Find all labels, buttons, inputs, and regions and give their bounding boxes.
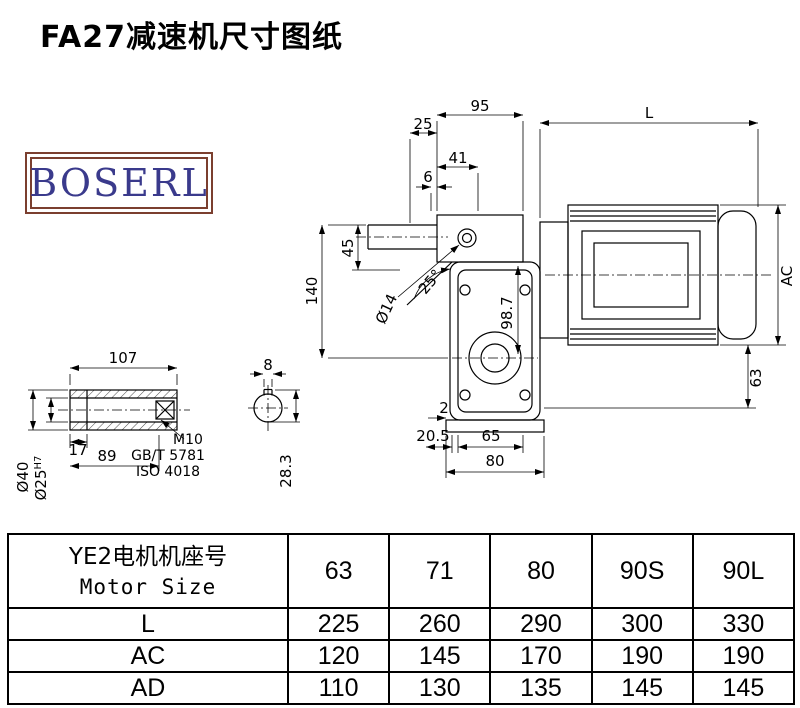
- frame-size-71: 71: [388, 533, 492, 609]
- dim-L-label: L: [645, 104, 654, 122]
- row-label-L: L: [7, 607, 289, 641]
- dimension-lines-shaft: [28, 365, 185, 471]
- dim-dia14-label: Ø14: [372, 291, 401, 327]
- dim-2-label: 2: [439, 399, 449, 417]
- row-label-AC: AC: [7, 639, 289, 673]
- cell-AD-90L: 145: [691, 671, 796, 705]
- gearbox-front-view: [356, 204, 772, 433]
- dim-45-label: 45: [339, 238, 357, 257]
- cell-L-71: 260: [388, 607, 492, 641]
- table-row-L: L 225 260 290 300 330: [7, 607, 796, 641]
- housing-foot: [445, 419, 545, 433]
- shaft-hatch-top: [70, 390, 177, 398]
- dim-17-label: 17: [68, 441, 87, 459]
- cell-L-90S: 300: [590, 607, 694, 641]
- bolt-hole-inner-icon: [461, 232, 473, 244]
- dimension-labels-main: 95 L 25 41 6 45 140 Ø14 25° 98.7 AC 63 2…: [303, 97, 796, 470]
- frame-size-80: 80: [489, 533, 593, 609]
- cell-AC-90L: 190: [691, 639, 796, 673]
- dim-20_5-label: 20.5: [416, 427, 449, 445]
- dia25-tolerance: H7: [33, 456, 44, 470]
- table-row-AD: AD 110 130 135 145 145: [7, 671, 796, 705]
- dim-65-label: 65: [481, 427, 500, 445]
- motor-size-header-cell: YE2电机机座号 Motor Size: [7, 533, 289, 609]
- cell-AD-90S: 145: [590, 671, 694, 705]
- cell-AC-63: 120: [286, 639, 391, 673]
- dim-63-label: 63: [747, 368, 765, 387]
- logo-text: BOSERL: [29, 161, 209, 205]
- cell-AD-63: 110: [286, 671, 391, 705]
- cell-L-80: 290: [489, 607, 593, 641]
- header-label-en: Motor Size: [79, 575, 217, 600]
- dim-25-label: 25: [413, 115, 432, 133]
- dim-140-label: 140: [303, 277, 321, 306]
- housing-bolt-icon: [519, 284, 531, 296]
- table-row-AC: AC 120 145 170 190 190: [7, 639, 796, 673]
- dim-28_3-label: 28.3: [277, 454, 295, 487]
- table-header-row: YE2电机机座号 Motor Size 63 71 80 90S 90L: [7, 533, 796, 609]
- dimension-labels-keyway: 8 28.3: [263, 356, 295, 488]
- dim-95-label: 95: [470, 97, 489, 115]
- boserl-logo: BOSERL: [25, 152, 213, 214]
- gear-housing-inner: [457, 269, 533, 413]
- dimension-lines-main: [319, 112, 786, 478]
- page-title: FA27减速机尺寸图纸: [40, 20, 344, 55]
- frame-size-90L: 90L: [691, 533, 796, 609]
- dim-8-label: 8: [263, 356, 273, 374]
- motor-flange: [539, 221, 569, 339]
- dia25-value: Ø25: [32, 469, 50, 500]
- hollow-shaft-detail: [58, 389, 190, 431]
- frame-size-90S: 90S: [590, 533, 694, 609]
- cell-AC-71: 145: [388, 639, 492, 673]
- cell-AC-90S: 190: [590, 639, 694, 673]
- size-table: YE2电机机座号 Motor Size 63 71 80 90S 90L L 2…: [7, 533, 796, 705]
- keyway-section-view: [248, 385, 288, 431]
- header-label-cn: YE2电机机座号: [68, 543, 228, 570]
- cell-AD-80: 135: [489, 671, 593, 705]
- tapped-hole-cross: [155, 400, 175, 420]
- cell-L-90L: 330: [691, 607, 796, 641]
- dimension-drawing: 95 L 25 41 6 45 140 Ø14 25° 98.7 AC 63 2…: [14, 97, 796, 500]
- dim-107-label: 107: [109, 349, 138, 367]
- frame-size-63: 63: [286, 533, 391, 609]
- cell-AD-71: 130: [388, 671, 492, 705]
- boserl-logo-frame: BOSERL: [29, 157, 209, 209]
- thread-callout-m10: M10: [173, 432, 203, 448]
- dim-80-label: 80: [485, 452, 504, 470]
- dim-dia25h7-label: Ø25H7: [32, 456, 50, 501]
- dim-41-label: 41: [448, 149, 467, 167]
- thread-standard-gb: GB/T 5781: [131, 448, 205, 464]
- shaft-hatch-bottom: [70, 422, 177, 430]
- housing-bolt-icon: [519, 389, 531, 401]
- dim-dia40-label: Ø40: [14, 462, 32, 493]
- input-housing: [436, 214, 524, 263]
- cell-L-63: 225: [286, 607, 391, 641]
- dim-AC-label: AC: [778, 266, 796, 286]
- dimension-labels-shaft: 107 17 89 M10 GB/T 5781 ISO 4018 Ø40 Ø25…: [14, 349, 205, 500]
- housing-bolt-icon: [459, 389, 471, 401]
- bolt-hole-icon: [457, 228, 477, 248]
- thread-standard-iso: ISO 4018: [136, 464, 200, 480]
- dim-98_7-label: 98.7: [498, 296, 516, 329]
- dimension-lines-keyway: [250, 371, 300, 423]
- dim-89-label: 89: [97, 447, 116, 465]
- housing-bolt-icon: [459, 284, 471, 296]
- row-label-AD: AD: [7, 671, 289, 705]
- cell-AC-80: 170: [489, 639, 593, 673]
- dim-6-label: 6: [423, 168, 433, 186]
- angle-arc: [413, 267, 451, 300]
